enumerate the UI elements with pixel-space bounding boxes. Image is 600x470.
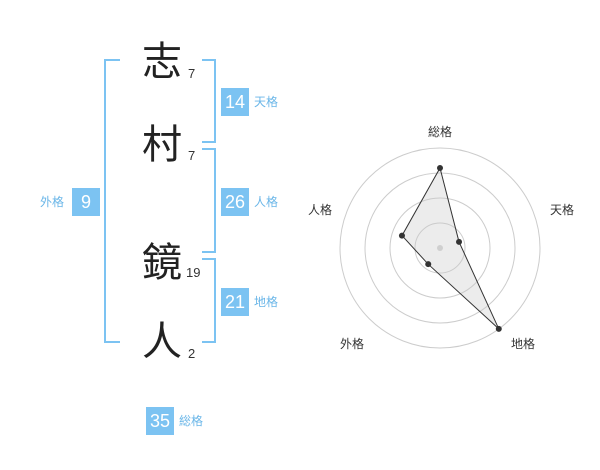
radar-point-4	[398, 232, 405, 239]
radar-label-tenkaku: 天格	[550, 203, 575, 217]
gaikaku-value-badge: 9	[72, 188, 100, 216]
name-char-1: 志	[142, 39, 182, 85]
stroke-count-3: 19	[186, 265, 201, 280]
gaikaku-label: 外格	[40, 195, 65, 209]
radar-label-gaikaku: 外格	[340, 337, 365, 351]
radar-ring-3	[364, 172, 516, 324]
gaikaku-bracket	[104, 59, 120, 343]
jinkaku-bracket	[202, 148, 216, 253]
radar-center-dot	[437, 245, 443, 251]
radar-ring-4	[339, 147, 541, 349]
radar-point-2	[495, 325, 502, 332]
soukaku-label: 総格	[179, 414, 204, 428]
name-char-4: 人	[142, 319, 182, 365]
tenkaku-value-badge: 14	[221, 88, 249, 116]
radar-ring-2	[389, 197, 491, 299]
stroke-count-1: 7	[188, 66, 196, 81]
radar-point-0	[437, 165, 443, 171]
radar-ring-1	[414, 222, 466, 274]
tenkaku-bracket	[202, 59, 216, 143]
radar-label-jinkaku: 人格	[308, 203, 333, 217]
radar-point-3	[425, 261, 432, 268]
chikaku-bracket	[202, 258, 216, 343]
radar-label-soukaku: 総格	[428, 125, 453, 139]
stroke-count-2: 7	[188, 148, 196, 163]
chikaku-label: 地格	[254, 295, 279, 309]
name-char-3: 鏡	[142, 240, 182, 286]
radar-point-1	[456, 238, 463, 245]
chikaku-value-badge: 21	[221, 288, 249, 316]
radar-points	[398, 165, 502, 332]
soukaku-value-badge: 35	[146, 407, 174, 435]
jinkaku-label: 人格	[254, 195, 279, 209]
jinkaku-value-badge: 26	[221, 188, 249, 216]
tenkaku-label: 天格	[254, 95, 279, 109]
radar-series-area	[401, 166, 500, 330]
stroke-count-4: 2	[188, 346, 196, 361]
name-char-2: 村	[142, 122, 182, 168]
radar-rings	[339, 147, 541, 349]
radar-label-chikaku: 地格	[511, 337, 536, 351]
